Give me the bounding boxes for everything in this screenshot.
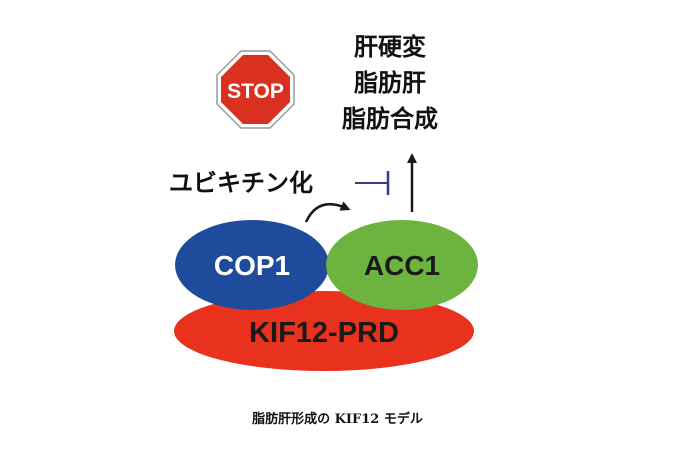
stop-sign-label: STOP [227,80,284,103]
acc1-label: ACC1 [364,250,440,281]
ubiquitination-label: ユビキチン化 [169,169,313,197]
acc1-node: ACC1 [326,220,478,310]
figure-caption: 脂肪肝形成の KIF12 モデル [252,412,423,427]
cop1-label: COP1 [214,250,290,281]
cop1-ellipse [175,220,329,310]
kif12-prd-label: KIF12-PRD [249,317,399,349]
outcome-liver-cirrhosis: 肝硬変 [354,33,426,61]
stop-sign-face [221,55,290,124]
outcome-fatty-liver: 脂肪肝 [354,69,426,97]
inhibition-symbol [355,171,390,195]
cop1-node: COP1 [175,220,329,310]
kif12-prd-ellipse [174,291,474,371]
outcome-lipogenesis: 脂肪合成 [342,105,438,133]
acc1-ellipse [326,220,478,310]
curved-arrow [304,201,351,223]
outcomes-list: 肝硬変 脂肪肝 脂肪合成 [342,33,438,133]
stop-sign-icon: STOP [216,50,295,129]
kif12-prd-node: KIF12-PRD [174,291,474,371]
